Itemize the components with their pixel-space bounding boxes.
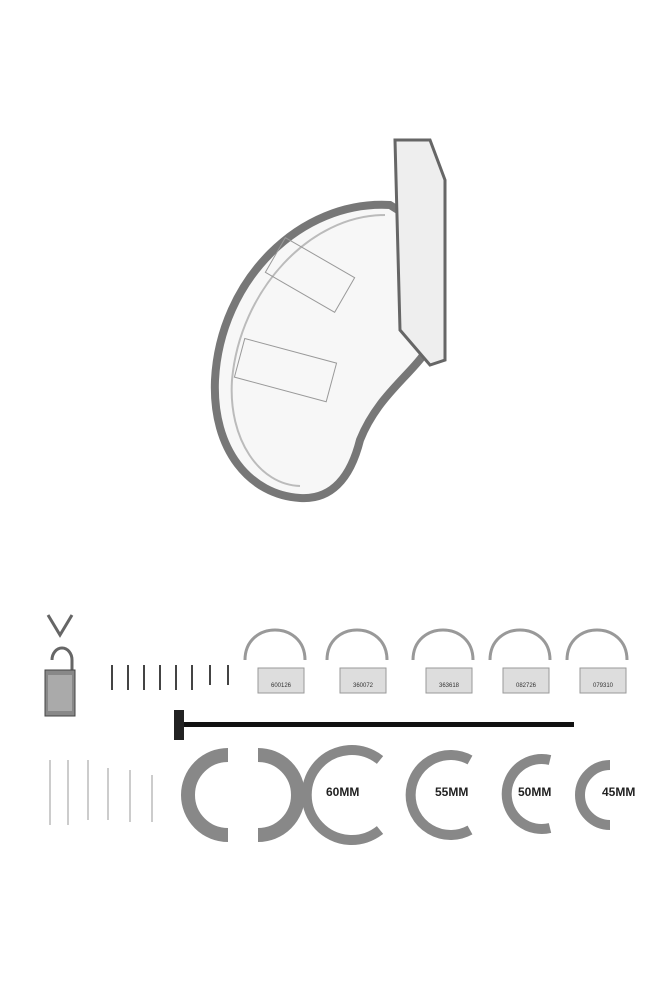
seal-number: 082726 xyxy=(515,683,537,689)
cage-main xyxy=(210,138,447,503)
ring-size-label: 50MM xyxy=(518,785,552,799)
seal-number: 363618 xyxy=(438,683,460,689)
seals xyxy=(243,628,629,694)
pins xyxy=(111,665,229,690)
screws xyxy=(49,760,153,825)
urethral-rod xyxy=(174,710,574,740)
seal-number: 600126 xyxy=(270,683,292,689)
padlock-with-keys xyxy=(44,614,76,717)
ring-size-label: 55MM xyxy=(435,785,469,799)
rings xyxy=(181,745,611,845)
ring-size-label: 60MM xyxy=(326,785,360,799)
seal-number: 079310 xyxy=(592,683,614,689)
seal-number: 360072 xyxy=(352,683,374,689)
ring-size-label: 45MM xyxy=(602,785,636,799)
